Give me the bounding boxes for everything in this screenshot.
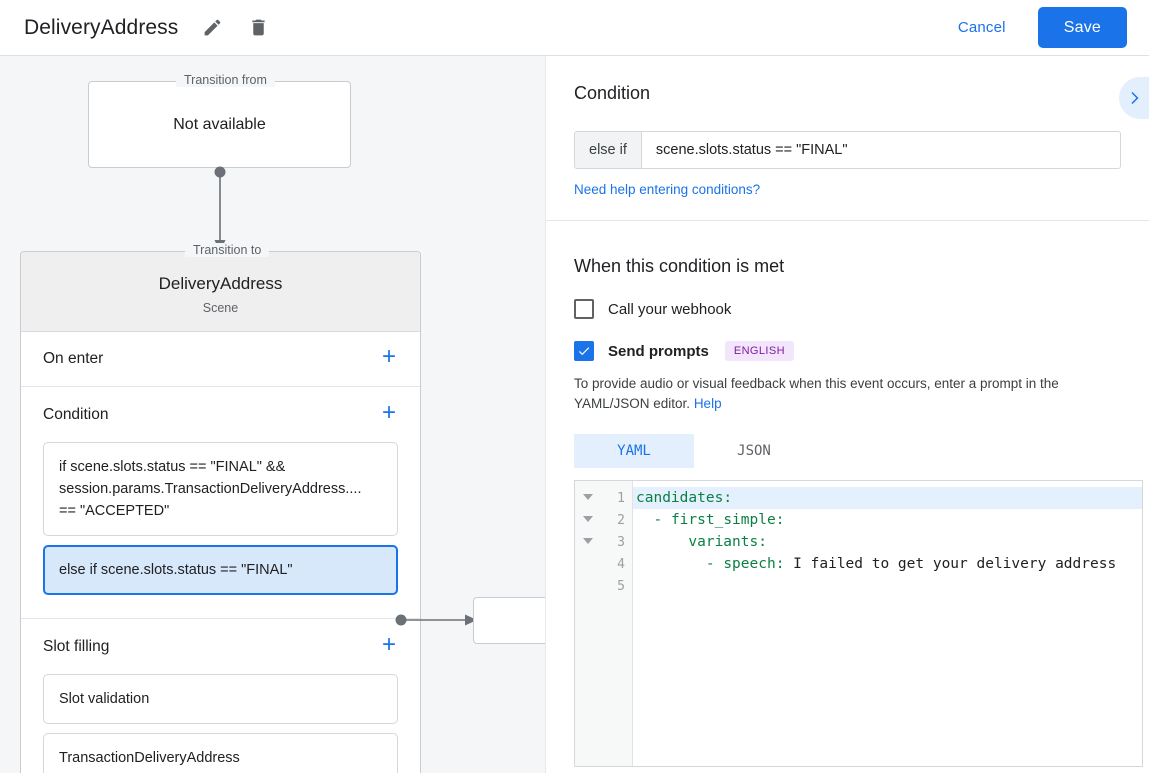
prompts-help-link[interactable]: Help [693, 396, 722, 411]
yaml-dash: - [705, 556, 724, 572]
section-on-enter-label: On enter [43, 350, 104, 367]
section-divider [546, 220, 1149, 221]
yaml-colon: : [723, 490, 733, 506]
slot-item[interactable]: Slot validation [43, 674, 398, 724]
yaml-value: I failed to get your delivery address [793, 556, 1117, 572]
condition-input-group[interactable]: else if [574, 131, 1121, 169]
transition-from-text: Not available [173, 115, 266, 133]
section-condition[interactable]: Condition + [21, 387, 420, 442]
cancel-button[interactable]: Cancel [944, 11, 1020, 44]
prompts-helper-sentence: To provide audio or visual feedback when… [574, 376, 1059, 411]
webhook-label: Call your webhook [608, 300, 732, 318]
line-number: 3 [617, 534, 625, 550]
condition-input[interactable] [641, 132, 1120, 168]
line-number: 2 [617, 512, 625, 528]
yaml-indent [636, 534, 688, 550]
editor-format-tabs[interactable]: YAML JSON [574, 434, 1121, 468]
condition-editor-section: Condition else if Need help entering con… [546, 56, 1149, 199]
editor-gutter: 1 2 3 4 5 [575, 481, 633, 766]
language-badge: ENGLISH [724, 341, 794, 361]
editor-code-area[interactable]: candidates: - first_simple: variants: - … [633, 481, 1142, 766]
send-prompts-checkbox[interactable] [574, 341, 594, 361]
webhook-row[interactable]: Call your webhook [574, 299, 1121, 319]
slot-item[interactable]: TransactionDeliveryAddress [43, 733, 398, 773]
fold-triangle-icon[interactable] [583, 538, 593, 544]
app-header: DeliveryAddress Cancel Save [0, 0, 1149, 56]
save-button[interactable]: Save [1037, 7, 1127, 48]
prompts-helper-text: To provide audio or visual feedback when… [574, 374, 1121, 414]
line-number: 4 [617, 556, 625, 572]
section-slot-filling[interactable]: Slot filling + [21, 619, 420, 674]
condition-list: if scene.slots.status == "FINAL" && sess… [21, 442, 420, 619]
send-prompts-label: Send prompts [608, 342, 709, 360]
yaml-dash: - [653, 512, 671, 528]
page-title: DeliveryAddress [24, 15, 179, 39]
section-on-enter[interactable]: On enter + [21, 332, 420, 387]
yaml-key: first_simple [670, 512, 776, 528]
webhook-checkbox[interactable] [574, 299, 594, 319]
flow-canvas[interactable]: Not available Transition from DeliveryAd… [0, 56, 545, 773]
transition-to-node[interactable]: DeliveryAddress Scene On enter + Conditi… [20, 251, 421, 773]
tab-yaml[interactable]: YAML [574, 434, 694, 468]
gutter-row: 5 [575, 575, 632, 597]
slot-list: Slot validation TransactionDeliveryAddre… [21, 674, 420, 773]
transition-from-legend: Transition from [176, 73, 275, 87]
yaml-colon: : [775, 512, 785, 528]
send-prompts-row[interactable]: Send prompts ENGLISH [574, 341, 1121, 361]
trash-icon[interactable] [246, 16, 270, 40]
yaml-indent [636, 556, 706, 572]
section-slot-filling-label: Slot filling [43, 637, 110, 655]
add-on-enter-button[interactable]: + [381, 343, 396, 370]
transition-to-legend: Transition to [185, 243, 270, 257]
fold-triangle-icon[interactable] [583, 516, 593, 522]
condition-edge-arrow [395, 614, 477, 626]
gutter-row: 4 [575, 553, 632, 575]
yaml-key: variants [688, 534, 759, 550]
code-editor[interactable]: 1 2 3 4 5 candidates: - first_simple: va… [574, 480, 1143, 767]
yaml-indent [636, 512, 653, 528]
condition-heading: Condition [574, 83, 651, 103]
code-line: - speech: I failed to get your delivery … [633, 553, 1142, 575]
transition-to-title: DeliveryAddress [158, 274, 283, 293]
gutter-row: 3 [575, 531, 632, 553]
yaml-key: candidates [636, 490, 724, 506]
add-condition-button[interactable]: + [381, 398, 396, 426]
line-number: 5 [617, 578, 625, 594]
line-number: 1 [617, 490, 625, 506]
condition-help-link[interactable]: Need help entering conditions? [574, 182, 761, 197]
gutter-row: 2 [575, 509, 632, 531]
code-line: candidates: [633, 487, 1142, 509]
condition-met-section: When this condition is met Call your web… [546, 229, 1149, 767]
code-line: variants: [633, 531, 1142, 553]
target-node-stub[interactable] [473, 597, 545, 644]
yaml-colon: : [758, 534, 767, 550]
condition-item[interactable]: if scene.slots.status == "FINAL" && sess… [43, 442, 398, 536]
section-condition-label: Condition [43, 405, 109, 423]
detail-panel: Condition else if Need help entering con… [546, 56, 1149, 773]
condition-item-selected[interactable]: else if scene.slots.status == "FINAL" [43, 545, 398, 595]
chevron-right-icon[interactable] [1119, 77, 1149, 119]
tab-json[interactable]: JSON [737, 443, 771, 459]
add-slot-button[interactable]: + [381, 630, 396, 658]
panel-divider [545, 56, 546, 773]
transition-from-node[interactable]: Not available [88, 81, 351, 168]
condition-met-heading: When this condition is met [574, 256, 785, 276]
gutter-row: 1 [575, 487, 632, 509]
fold-triangle-icon[interactable] [583, 494, 593, 500]
code-line [633, 575, 1142, 597]
transition-to-header: DeliveryAddress Scene [21, 252, 420, 332]
transition-to-subtitle: Scene [202, 301, 239, 315]
code-line: - first_simple: [633, 509, 1142, 531]
yaml-key: speech [723, 556, 776, 572]
pencil-icon[interactable] [200, 16, 224, 40]
condition-prefix-label: else if [575, 132, 642, 168]
yaml-colon: : [775, 556, 794, 572]
